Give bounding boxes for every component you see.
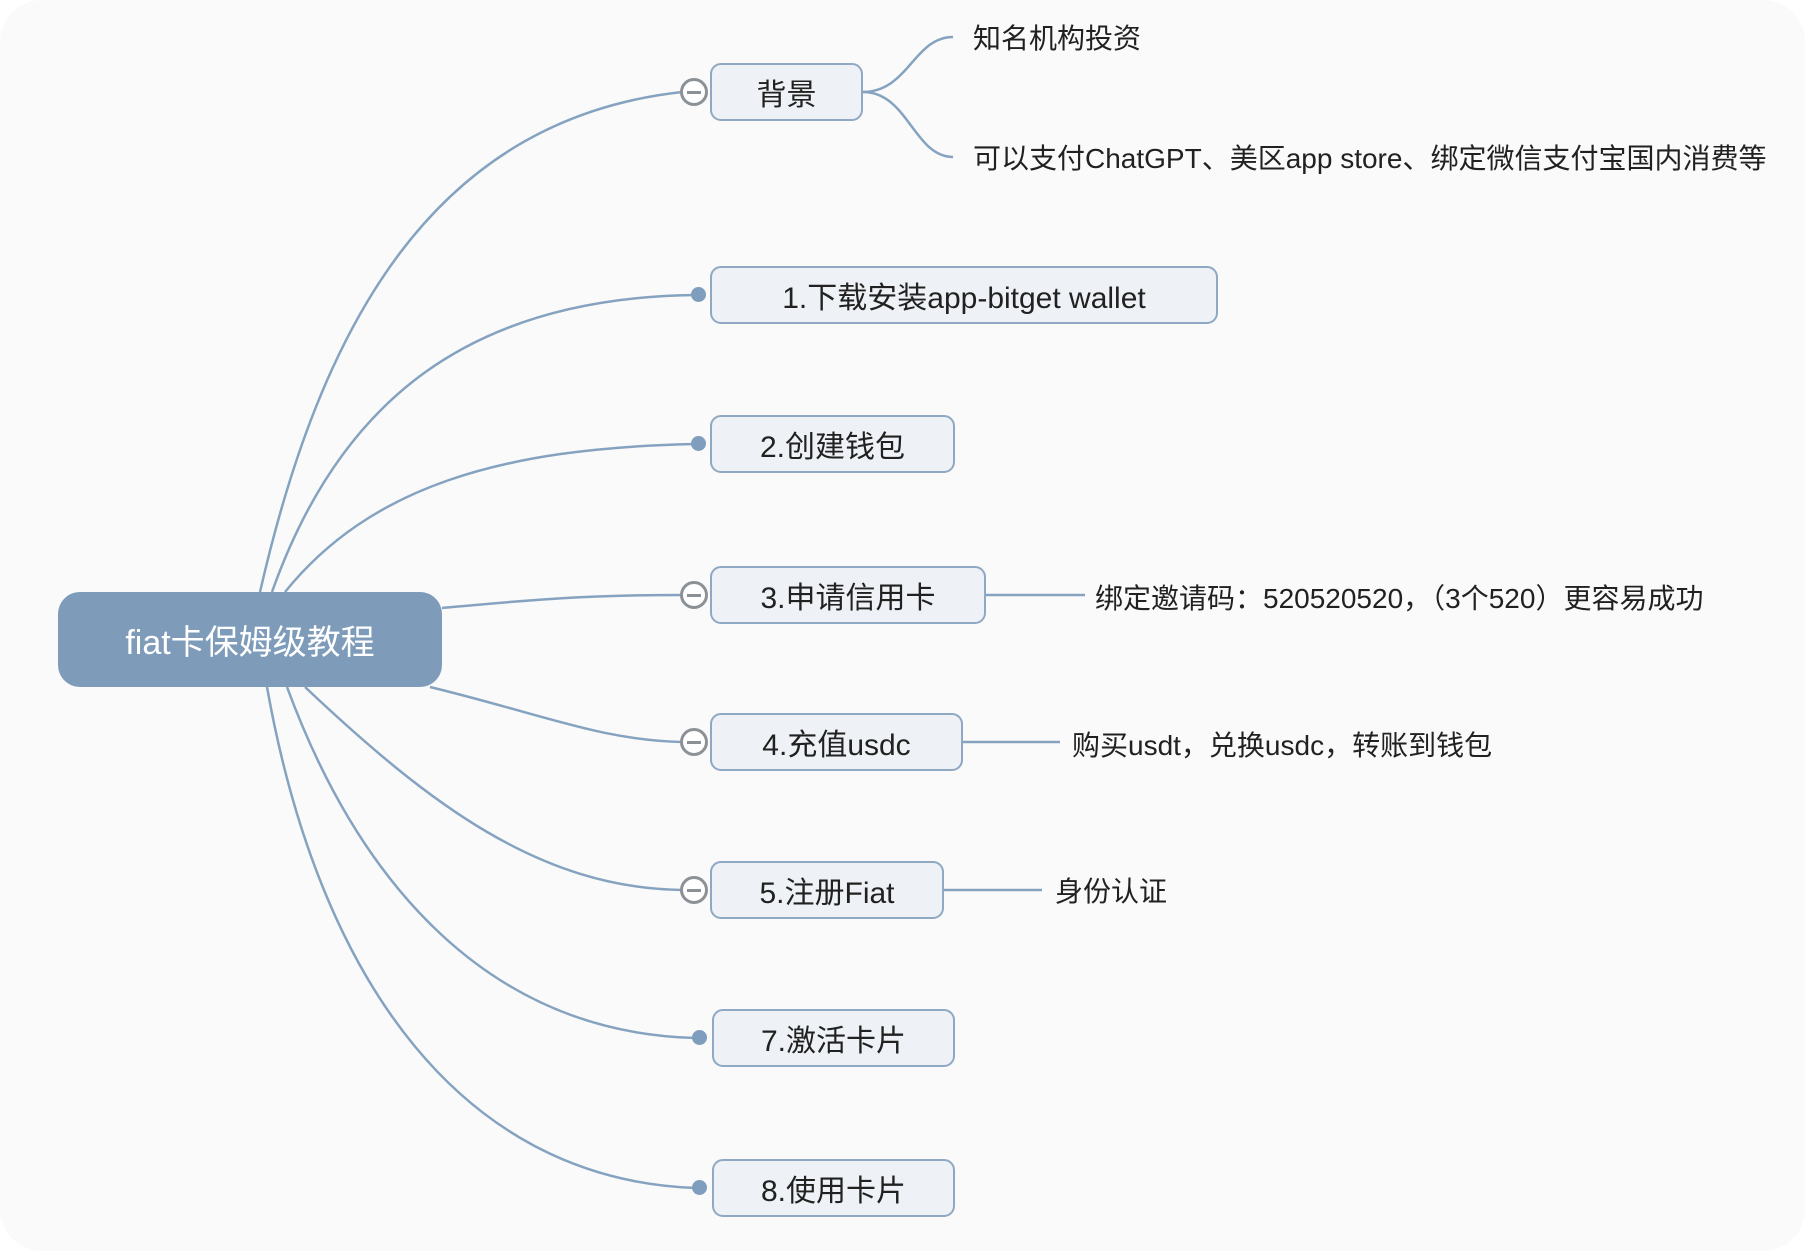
minus-icon: [687, 740, 701, 744]
subtopic-5-1[interactable]: 身份认证: [1055, 876, 1168, 907]
topic-7[interactable]: 7.激活卡片: [712, 1009, 955, 1067]
connector-root-3: [441, 593, 683, 610]
connector-root-4: [429, 685, 683, 744]
topic-1[interactable]: 1.下载安装app-bitget wallet: [710, 266, 1218, 324]
collapse-button-4[interactable]: [680, 728, 708, 756]
topic-3[interactable]: 3.申请信用卡: [710, 566, 986, 624]
topic-5[interactable]: 5.注册Fiat: [710, 861, 944, 919]
topic-bg[interactable]: 背景: [710, 63, 863, 121]
subtopic-3-1[interactable]: 绑定邀请码：520520520，（3个520）更容易成功: [1095, 583, 1704, 614]
collapse-button-bg[interactable]: [680, 78, 708, 106]
branch-dot-icon-8: [692, 1180, 707, 1195]
branch-dot-icon-7: [692, 1030, 707, 1045]
connector-bg-child1: [862, 35, 954, 94]
topic-4[interactable]: 4.充值usdc: [710, 713, 963, 771]
connector-root-7: [285, 686, 697, 1040]
connector-bg-child2: [862, 90, 954, 159]
minus-icon: [687, 90, 701, 94]
minus-icon: [687, 593, 701, 597]
connector-root-bg: [258, 90, 683, 593]
branch-dot-icon-2: [691, 436, 706, 451]
root-topic[interactable]: fiat卡保姆级教程: [58, 592, 442, 687]
collapse-button-5[interactable]: [680, 876, 708, 904]
collapse-button-3[interactable]: [680, 581, 708, 609]
subtopic-4-1[interactable]: 购买usdt，兑换usdc，转账到钱包: [1072, 730, 1493, 761]
connector-root-5: [304, 686, 683, 892]
topic-8[interactable]: 8.使用卡片: [712, 1159, 955, 1217]
subtopic-bg-1[interactable]: 知名机构投资: [973, 23, 1142, 54]
minus-icon: [687, 888, 701, 892]
topic-2[interactable]: 2.创建钱包: [710, 415, 955, 473]
subtopic-bg-2[interactable]: 可以支付ChatGPT、美区app store、绑定微信支付宝国内消费等: [973, 143, 1767, 174]
branch-dot-icon-1: [691, 287, 706, 302]
connector-root-8: [265, 686, 697, 1190]
connector-root-2: [284, 442, 696, 593]
connector-root-1: [270, 293, 696, 593]
